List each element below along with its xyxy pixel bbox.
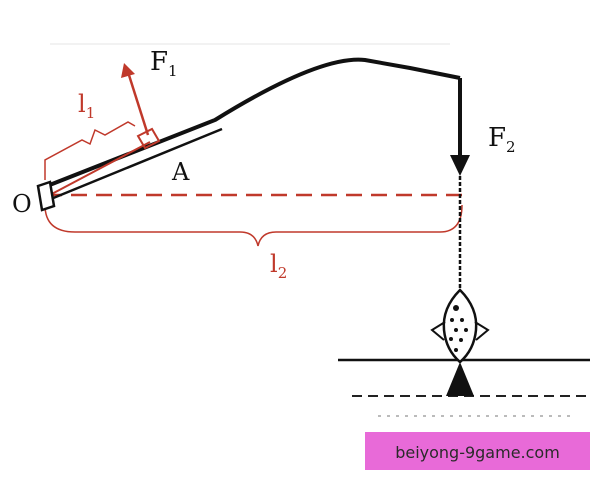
fishing-rod-lower-edge	[45, 127, 223, 203]
label-arm-2: l2	[270, 250, 287, 282]
fishing-rod	[41, 57, 461, 190]
force-2-arrowhead	[450, 155, 470, 176]
pivot-mark	[36, 180, 56, 212]
arm-1-line	[47, 141, 151, 197]
force-1-arrow-shaft	[126, 71, 150, 136]
arm-1-brace	[44, 121, 136, 180]
label-pivot-o: O	[12, 190, 32, 218]
label-point-a: A	[171, 158, 190, 186]
watermark-text: beiyong-9game.com	[395, 443, 560, 462]
label-arm-1: l1	[78, 90, 95, 122]
watermark-banner: beiyong-9game.com	[365, 432, 590, 470]
force-1-arrowhead	[121, 63, 135, 78]
label-force-2: F2	[488, 123, 516, 156]
label-force-1: F1	[150, 47, 178, 80]
fish-icon	[430, 288, 490, 396]
arm-2-brace	[44, 204, 463, 247]
